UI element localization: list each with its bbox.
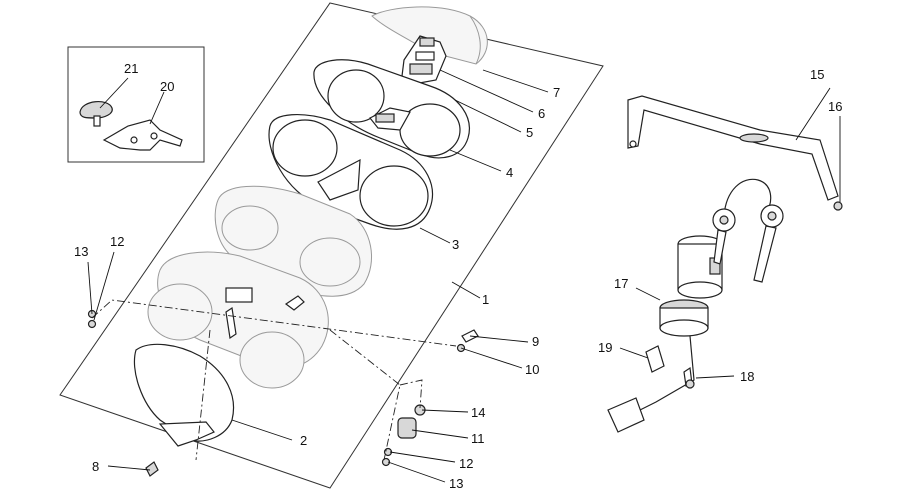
clip-part-21 (79, 101, 113, 127)
bracket-part-20 (102, 119, 183, 151)
part-label-1: 1 (482, 292, 489, 307)
part-label-7: 7 (553, 85, 560, 100)
screw-part-16 (833, 201, 843, 211)
part-label-17: 17 (614, 276, 628, 291)
part-label-8: 8 (92, 459, 99, 474)
assembly-path-d (399, 379, 423, 409)
part-label-4: 4 (506, 165, 513, 180)
part-label-14: 14 (471, 405, 485, 420)
ignition-switch-part-17 (607, 235, 723, 433)
part-label-19: 19 (598, 340, 612, 355)
bracket-part-15 (627, 95, 839, 201)
part-label-6: 6 (538, 106, 545, 121)
part-label-2: 2 (300, 433, 307, 448)
part-label-13b: 13 (449, 476, 463, 491)
rear-cover-part-2 (133, 343, 235, 447)
part-label-15: 15 (810, 67, 824, 82)
screw-part-8 (145, 461, 159, 477)
assembly-path-c (329, 329, 401, 461)
leader-lines (87, 69, 841, 483)
part-label-9: 9 (532, 334, 539, 349)
top-cover-part-7 (371, 6, 488, 65)
part-label-12b: 12 (459, 456, 473, 471)
assembly-frame (59, 2, 604, 489)
upper-housing-part-5 (313, 59, 470, 159)
damper-group-11-14 (381, 404, 426, 467)
keys-with-ring (712, 178, 784, 283)
part-label-21: 21 (124, 61, 138, 76)
assembly-path-b (195, 329, 211, 461)
screw-part-19 (645, 345, 665, 373)
inset-box (67, 46, 205, 163)
part-label-18: 18 (740, 369, 754, 384)
assembly-path-a (91, 299, 457, 347)
part-label-3: 3 (452, 237, 459, 252)
part-number-labels: 1 2 3 4 5 6 7 8 9 10 11 12 12 13 13 14 1… (74, 61, 842, 491)
part-label-10: 10 (525, 362, 539, 377)
screw-part-18 (683, 366, 695, 389)
part-label-20: 20 (160, 79, 174, 94)
part-label-13a: 13 (74, 244, 88, 259)
part-label-11: 11 (471, 431, 485, 446)
indicator-module-part-6 (401, 35, 447, 85)
part-label-12a: 12 (110, 234, 124, 249)
instrument-body-part-1 (147, 251, 329, 389)
part-label-16: 16 (828, 99, 842, 114)
part-label-5: 5 (526, 125, 533, 140)
